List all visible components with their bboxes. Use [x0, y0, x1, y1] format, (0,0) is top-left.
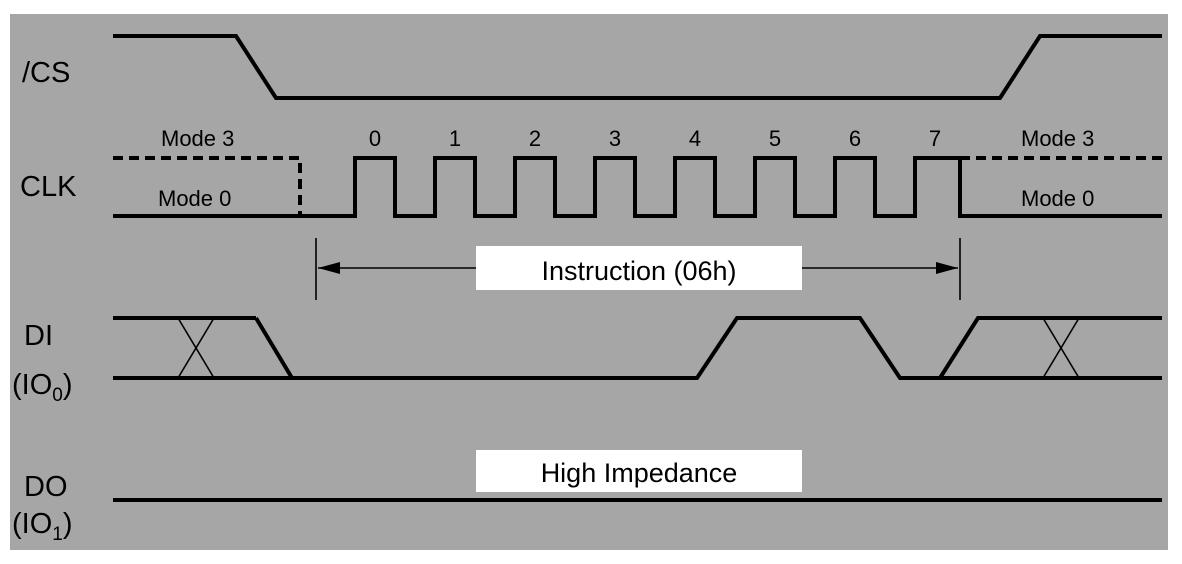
- instruction-label: Instruction (06h): [541, 256, 736, 286]
- mode3-right-label: Mode 3: [1021, 126, 1094, 151]
- clock-cycle-label-0: 0: [369, 126, 381, 151]
- do-io-suffix: ): [63, 508, 73, 540]
- instruction-arrow-right-head: [936, 262, 958, 274]
- di-cross-right-b: [1042, 317, 1080, 379]
- di-label: DI: [24, 320, 53, 352]
- clock-cycle-label-6: 6: [849, 126, 861, 151]
- di-io-label: (IO0): [12, 369, 73, 406]
- do-io-label: (IO1): [12, 508, 73, 545]
- do-io-subscript: 1: [52, 524, 63, 545]
- clock-cycle-label-2: 2: [529, 126, 541, 151]
- clk-mode3-left-dashed: [113, 156, 302, 216]
- cs-label: /CS: [22, 57, 70, 89]
- clk-label: CLK: [20, 171, 77, 203]
- instruction-label-box: [476, 246, 802, 290]
- do-state-label: High Impedance: [541, 458, 738, 488]
- mode3-left-label: Mode 3: [161, 126, 234, 151]
- mode0-right-label: Mode 0: [1021, 186, 1094, 211]
- cs-waveform: [113, 34, 1162, 100]
- di-waveform-main: [292, 316, 940, 380]
- clock-cycle-label-1: 1: [449, 126, 461, 151]
- mode0-left-label: Mode 0: [158, 186, 231, 211]
- clock-cycle-label-5: 5: [769, 126, 781, 151]
- di-cross-left-b: [177, 317, 215, 379]
- clk-waveform: [113, 156, 1162, 218]
- di-io-prefix: (IO: [12, 369, 52, 401]
- do-label: DO: [24, 471, 68, 503]
- di-transition-falling-left: [254, 316, 294, 380]
- clock-cycle-label-7: 7: [929, 126, 941, 151]
- do-io-prefix: (IO: [12, 508, 52, 540]
- do-state-label-box: [476, 450, 802, 492]
- clock-cycle-label-3: 3: [609, 126, 621, 151]
- di-io-suffix: ): [63, 369, 73, 401]
- clock-cycle-label-4: 4: [689, 126, 701, 151]
- di-io-subscript: 0: [52, 385, 63, 406]
- di-waveform-right-upper: [938, 316, 1162, 380]
- instruction-arrow-left-head: [318, 262, 340, 274]
